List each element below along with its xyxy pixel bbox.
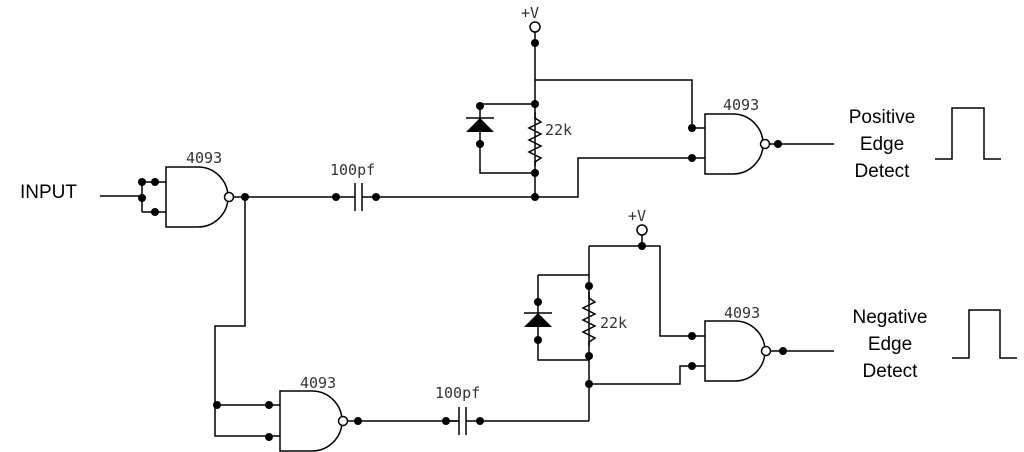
positive-label-2: Edge [860, 134, 904, 155]
negative-label-2: Edge [868, 334, 912, 355]
gate3-chip-label: 4093 [300, 374, 336, 392]
cap1-label: 100pf [330, 161, 375, 179]
negative-label-3: Detect [863, 361, 919, 382]
negative-edge-branch: 100pf +V 22k 4093 Negative Edge Detect [435, 207, 1017, 435]
positive-label-3: Detect [855, 161, 911, 182]
input-nand-gate: INPUT 4093 [20, 149, 334, 228]
gate2-chip-label: 4093 [723, 96, 759, 114]
res1-label: 22k [545, 121, 572, 139]
input-label: INPUT [20, 182, 77, 203]
inverter-nand-gate: 4093 [213, 197, 459, 452]
supply1-label: +V [521, 4, 539, 22]
negative-label-1: Negative [853, 307, 928, 328]
res2-label: 22k [600, 314, 627, 332]
gate4-chip-label: 4093 [724, 304, 760, 322]
positive-pulse-waveform [935, 107, 1001, 160]
negative-pulse-waveform [952, 309, 1017, 359]
gate1-chip-label: 4093 [186, 149, 222, 167]
positive-label-1: Positive [849, 107, 916, 128]
cap2-label: 100pf [435, 384, 480, 402]
positive-edge-branch: 100pf +V 22k 4093 Positive Edge Det [330, 4, 1001, 211]
supply2-label: +V [628, 207, 646, 225]
